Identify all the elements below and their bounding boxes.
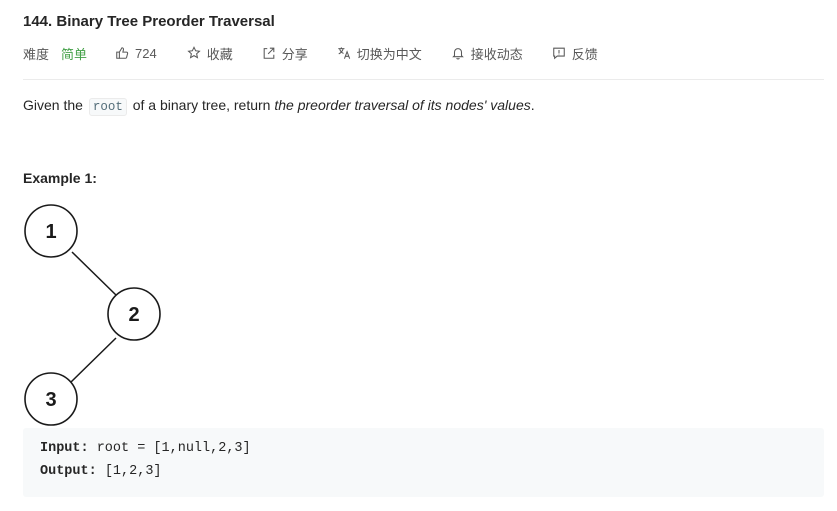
- description-emphasis: the preorder traversal of its nodes' val…: [274, 97, 531, 113]
- tree-edge-2-3: [70, 337, 117, 383]
- share-button[interactable]: 分享: [262, 44, 308, 63]
- like-count: 724: [135, 45, 157, 61]
- inline-code-root: root: [88, 98, 127, 116]
- problem-description: Given the root of a binary tree, return …: [23, 97, 535, 116]
- output-label: Output:: [40, 464, 97, 479]
- binary-tree-diagram: 1 2 3: [24, 204, 161, 426]
- example-code-block: Input: root = [1,null,2,3] Output: [1,2,…: [23, 428, 824, 497]
- bell-icon: [451, 48, 464, 60]
- problem-meta-bar: 难度 简单 724 收藏 分享 切换为中文 接收动态: [23, 43, 598, 63]
- input-label: Input:: [40, 441, 89, 456]
- thumbs-up-icon: [116, 47, 129, 59]
- tree-node-3-label: 3: [45, 389, 56, 411]
- header-divider: [23, 79, 824, 80]
- favorite-label: 收藏: [206, 46, 233, 62]
- switch-language-button[interactable]: 切换为中文: [337, 44, 422, 63]
- example-input-line: Input: root = [1,null,2,3]: [40, 441, 251, 456]
- subscribe-label: 接收动态: [470, 46, 523, 62]
- share-label: 分享: [281, 46, 308, 62]
- share-icon: [263, 47, 275, 59]
- like-button[interactable]: 724: [115, 46, 157, 61]
- tree-node-2-label: 2: [128, 304, 139, 326]
- tree-node-1: [24, 204, 78, 258]
- tree-node-3: [24, 372, 78, 426]
- translate-icon: [338, 47, 350, 59]
- description-text-1: Given the: [23, 97, 87, 113]
- tree-node-1-label: 1: [45, 221, 56, 243]
- tree-edge-1-2: [71, 251, 118, 297]
- star-icon: [187, 46, 201, 59]
- feedback-label: 反馈: [571, 46, 598, 62]
- difficulty-value: 简单: [61, 46, 88, 62]
- description-text-2: of a binary tree, return: [128, 97, 275, 113]
- favorite-button[interactable]: 收藏: [187, 44, 233, 63]
- description-text-3: .: [530, 97, 535, 113]
- output-value: [1,2,3]: [96, 464, 162, 479]
- tree-node-2: [107, 287, 161, 341]
- switch-language-label: 切换为中文: [356, 46, 422, 62]
- difficulty-label: 难度: [23, 46, 50, 62]
- example-heading: Example 1:: [23, 170, 97, 186]
- feedback-icon: [553, 47, 565, 60]
- subscribe-button[interactable]: 接收动态: [451, 44, 523, 63]
- problem-title: 144. Binary Tree Preorder Traversal: [23, 13, 275, 30]
- feedback-button[interactable]: 反馈: [552, 44, 598, 63]
- input-value: root = [1,null,2,3]: [88, 441, 251, 456]
- example-output-line: Output: [1,2,3]: [40, 464, 162, 479]
